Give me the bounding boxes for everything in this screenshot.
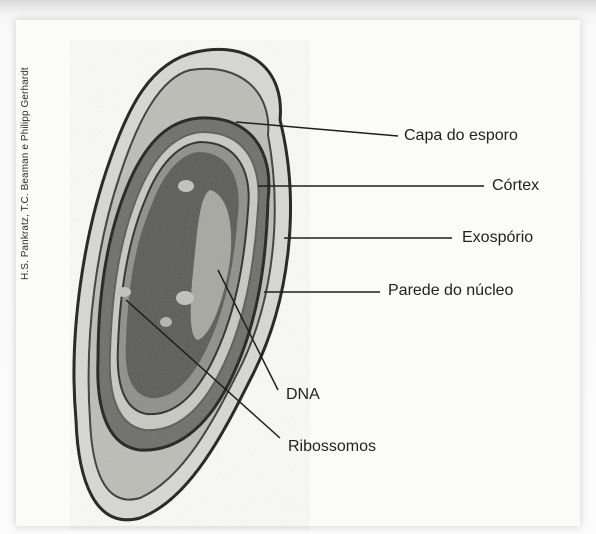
- label-dna: DNA: [286, 386, 320, 404]
- label-ribossomos: Ribossomos: [288, 438, 376, 456]
- label-cortex: Córtex: [492, 177, 539, 195]
- label-exosporio: Exospório: [462, 229, 533, 247]
- grain-texture: [70, 40, 310, 530]
- label-capa-do-esporo: Capa do esporo: [404, 127, 518, 145]
- label-parede-do-nucleo: Parede do núcleo: [388, 282, 513, 300]
